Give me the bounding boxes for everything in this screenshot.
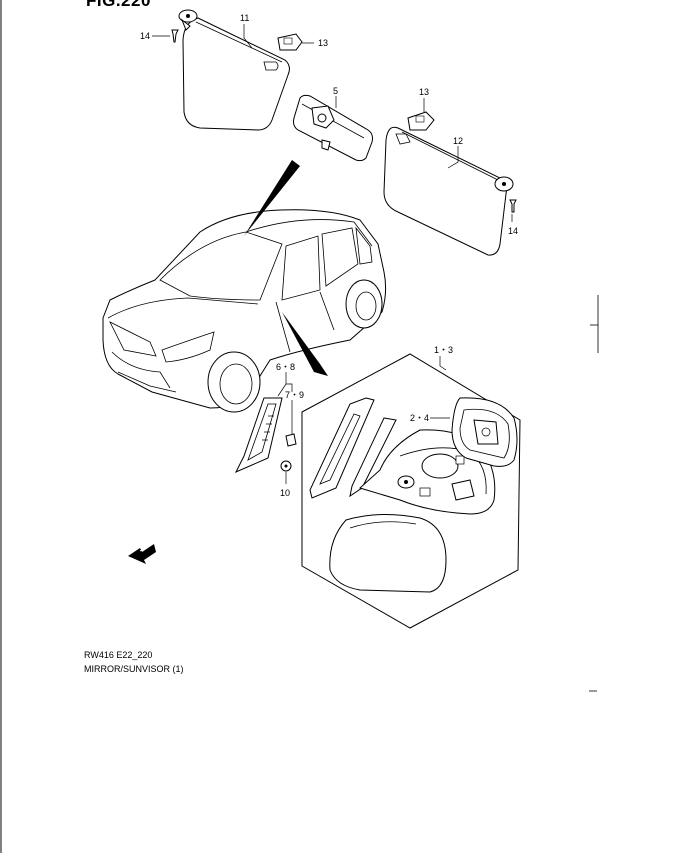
- sunvisor-hinge-left: [178, 9, 198, 31]
- callout-5: 5: [333, 86, 338, 96]
- callout-13-left: 13: [318, 38, 328, 48]
- clip-13-left: [277, 33, 303, 51]
- callout-14-left: 14: [140, 31, 150, 41]
- clip-13-right: [407, 111, 435, 131]
- garnish-trim: [234, 397, 283, 474]
- figure-name: MIRROR/SUNVISOR (1): [84, 664, 184, 674]
- callout-6-8: 6・8: [276, 362, 295, 372]
- callout-1-3: 1・3: [434, 345, 453, 355]
- sunvisor-right: [383, 126, 507, 256]
- leader-wedge-mirror: [282, 312, 328, 376]
- figure-code: RW416 E22_220: [84, 650, 153, 660]
- callout-7-9: 7・9: [285, 390, 304, 400]
- callout-10: 10: [280, 488, 290, 498]
- callout-13-right: 13: [419, 87, 429, 97]
- mirror-glass: [451, 397, 518, 467]
- clip-10: [280, 460, 292, 472]
- sunvisor-left: [182, 17, 290, 131]
- front-direction-arrow-icon: [128, 543, 156, 564]
- callout-12: 12: [453, 136, 463, 146]
- rear-view-mirror: [293, 94, 373, 162]
- mirror-base-bracket: [309, 397, 397, 499]
- callout-11: 11: [240, 13, 249, 23]
- figure-title: FIG.220: [86, 0, 151, 10]
- callout-2-4: 2・4: [410, 413, 429, 423]
- sunvisor-hinge-right: [494, 176, 514, 192]
- screw-14-left: [171, 29, 179, 43]
- leader-lines: [152, 24, 513, 484]
- car-illustration: [102, 209, 387, 413]
- clip-7-9: [285, 433, 297, 447]
- leader-wedge-top: [244, 160, 300, 236]
- mirror-cover: [329, 513, 447, 593]
- screw-14-right: [509, 199, 517, 213]
- callout-14-right: 14: [508, 226, 518, 236]
